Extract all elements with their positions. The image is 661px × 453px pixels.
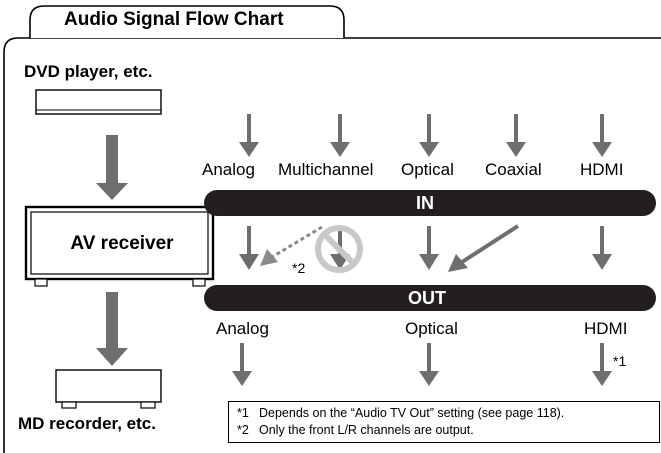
chart-frame — [3, 37, 661, 453]
dvd-player-icon — [35, 89, 162, 115]
source-device-label: DVD player, etc. — [24, 62, 153, 81]
footnote-2: *2 Only the front L/R channels are output… — [237, 423, 474, 437]
flow-arrow-down — [96, 135, 128, 200]
md-recorder-icon — [55, 369, 162, 409]
input-label-hdmi: HDMI — [580, 160, 624, 179]
out-bar — [204, 285, 656, 311]
output-label-hdmi: HDMI — [584, 319, 628, 338]
output-arrows — [232, 343, 612, 386]
input-label-analog: Analog — [202, 160, 255, 179]
footnotes-box: *1 Depends on the “Audio TV Out” setting … — [228, 401, 660, 443]
prohibited-icon — [315, 225, 363, 273]
input-label-optical: Optical — [401, 160, 454, 179]
in-bar-label: IN — [416, 193, 434, 213]
in-bar — [204, 190, 656, 216]
downmix-dashed-arrow — [271, 225, 323, 259]
out-bar-label: OUT — [408, 288, 446, 308]
output-label-optical: Optical — [405, 319, 458, 338]
recorder-label: MD recorder, etc. — [18, 414, 156, 433]
flow-arrow-down — [96, 292, 128, 366]
diagram-title: Audio Signal Flow Chart — [64, 9, 284, 30]
footnote-2-mark: *2 — [237, 423, 249, 437]
output-label-analog: Analog — [216, 319, 269, 338]
mid-arrows — [239, 224, 612, 272]
av-receiver-icon — [24, 205, 215, 287]
input-label-coaxial: Coaxial — [485, 160, 542, 179]
footnote-2-text: Only the front L/R channels are output. — [259, 423, 474, 437]
title-tab — [29, 5, 345, 38]
note-mark-1: *1 — [613, 353, 627, 369]
footnote-1: *1 Depends on the “Audio TV Out” setting … — [237, 406, 564, 420]
input-arrows — [239, 114, 612, 157]
footnote-1-mark: *1 — [237, 406, 249, 420]
note-mark-2: *2 — [292, 260, 306, 276]
footnote-1-text: Depends on the “Audio TV Out” setting (s… — [259, 406, 565, 420]
input-label-multichannel: Multichannel — [278, 160, 374, 179]
receiver-label: AV receiver — [70, 233, 174, 254]
